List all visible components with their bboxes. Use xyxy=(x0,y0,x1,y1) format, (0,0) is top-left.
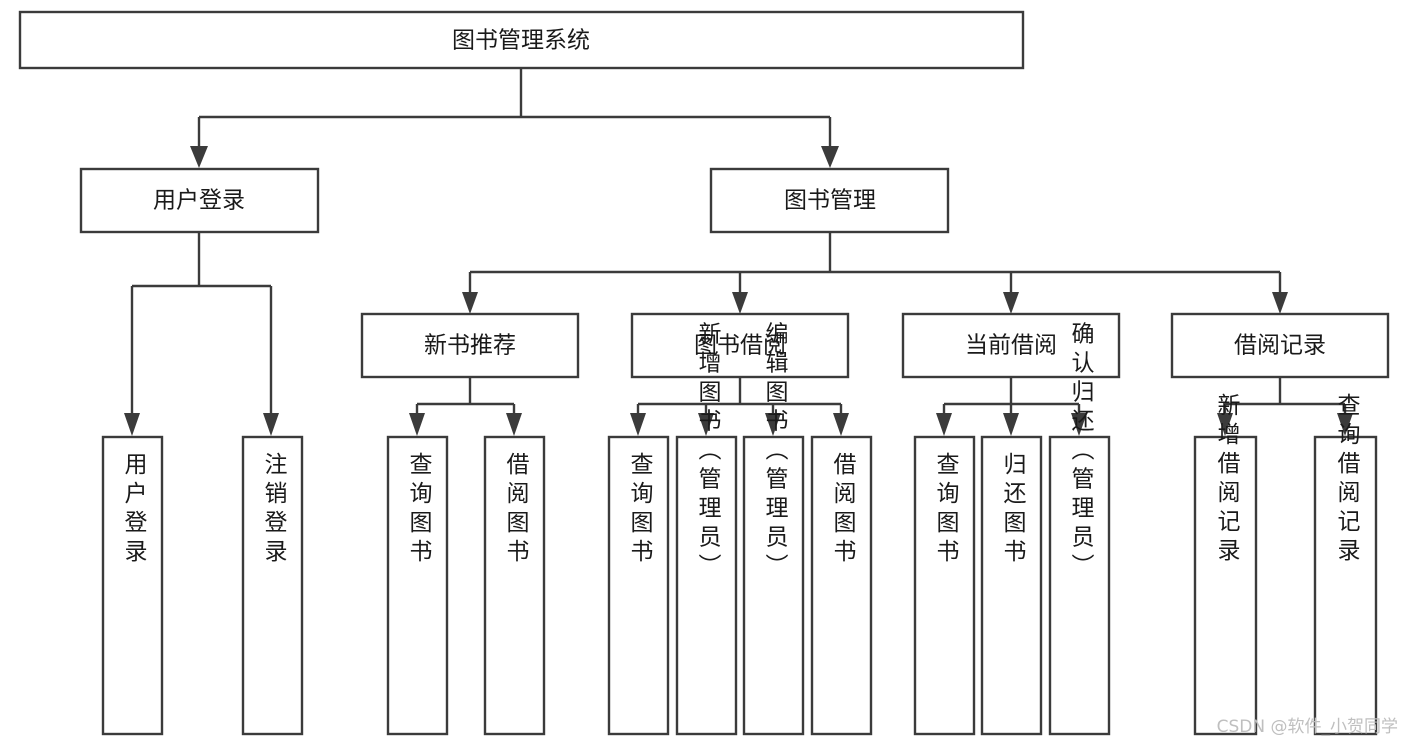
node-leaf-add-book[interactable]: 新增图书（管理员） xyxy=(675,322,738,736)
node-leaf-user-logout-label: 注销登录 xyxy=(260,452,288,568)
node-leaf-query-book-a-label: 查询图书 xyxy=(405,452,433,568)
node-leaf-query-book-a[interactable]: 查询图书 xyxy=(386,435,449,736)
arrow-to-borrow-record xyxy=(1272,292,1288,314)
node-leaf-user-logout[interactable]: 注销登录 xyxy=(241,435,304,736)
arrow-to-leaf-add-book xyxy=(698,413,714,436)
arrow-to-leaf-query-book-a xyxy=(409,413,425,436)
node-book-borrow-label: 图书借阅 xyxy=(694,333,786,359)
node-new-book-rec-label: 新书推荐 xyxy=(424,333,516,359)
node-leaf-query-book-b[interactable]: 查询图书 xyxy=(607,435,670,736)
node-leaf-query-book-a-box[interactable] xyxy=(386,435,449,736)
node-leaf-query-book-b-box[interactable] xyxy=(607,435,670,736)
arrow-to-leaf-user-logout xyxy=(263,413,279,436)
node-leaf-confirm-return-box[interactable] xyxy=(1048,435,1111,736)
node-leaf-query-book-b-label: 查询图书 xyxy=(626,452,654,568)
node-leaf-borrow-book-a-label: 借阅图书 xyxy=(502,452,530,568)
node-leaf-borrow-book-b-label: 借阅图书 xyxy=(829,452,857,568)
connector-layer xyxy=(124,68,1353,436)
arrow-to-leaf-borrow-book-b xyxy=(833,413,849,436)
arrow-to-leaf-query-book-c xyxy=(936,413,952,436)
node-leaf-return-book-box[interactable] xyxy=(980,435,1043,736)
node-root[interactable]: 图书管理系统 xyxy=(18,10,1025,70)
arrow-to-leaf-confirm-return xyxy=(1071,413,1087,436)
node-leaf-edit-book-label: 编辑图书（管理员） xyxy=(761,322,789,583)
node-leaf-user-logout-box[interactable] xyxy=(241,435,304,736)
node-leaf-query-book-c-box[interactable] xyxy=(913,435,976,736)
node-user-login-label: 用户登录 xyxy=(153,188,245,214)
node-root-box[interactable] xyxy=(18,10,1025,70)
node-leaf-add-book-label: 新增图书（管理员） xyxy=(694,322,722,583)
node-new-book-rec-box[interactable] xyxy=(360,312,580,379)
node-leaf-borrow-book-b-box[interactable] xyxy=(810,435,873,736)
node-leaf-add-book-box[interactable] xyxy=(675,435,738,736)
node-book-borrow-box[interactable] xyxy=(630,312,850,379)
arrow-to-leaf-user-login xyxy=(124,413,140,436)
arrow-to-user-login xyxy=(190,146,208,168)
arrow-to-leaf-edit-book xyxy=(765,413,781,436)
node-leaf-edit-book-box[interactable] xyxy=(742,435,805,736)
node-leaf-borrow-book-a-box[interactable] xyxy=(483,435,546,736)
arrow-to-new-book-rec xyxy=(462,292,478,314)
node-leaf-query-record-label: 查询借阅记录 xyxy=(1333,393,1361,567)
node-leaf-borrow-book-a[interactable]: 借阅图书 xyxy=(483,435,546,736)
node-leaf-confirm-return[interactable]: 确认归还（管理员） xyxy=(1048,322,1111,736)
arrow-to-leaf-borrow-book-a xyxy=(506,413,522,436)
node-new-book-rec[interactable]: 新书推荐 xyxy=(360,312,580,379)
node-leaf-return-book[interactable]: 归还图书 xyxy=(980,435,1043,736)
node-user-login[interactable]: 用户登录 xyxy=(79,167,320,234)
node-leaf-query-book-c-label: 查询图书 xyxy=(932,452,960,568)
node-root-label: 图书管理系统 xyxy=(452,28,590,54)
node-borrow-record[interactable]: 借阅记录 xyxy=(1170,312,1390,379)
arrow-to-leaf-query-record xyxy=(1337,413,1353,436)
node-leaf-user-login-label: 用户登录 xyxy=(120,452,148,568)
node-borrow-record-label: 借阅记录 xyxy=(1234,333,1326,359)
node-book-borrow[interactable]: 图书借阅 xyxy=(630,312,850,379)
node-borrow-record-box[interactable] xyxy=(1170,312,1390,379)
arrow-to-leaf-return-book xyxy=(1003,413,1019,436)
arrow-to-book-manage xyxy=(821,146,839,168)
node-leaf-query-book-c[interactable]: 查询图书 xyxy=(913,435,976,736)
node-leaf-query-record-box[interactable] xyxy=(1313,435,1378,736)
node-book-manage-box[interactable] xyxy=(709,167,950,234)
arrow-to-current-borrow xyxy=(1003,292,1019,314)
node-current-borrow[interactable]: 当前借阅 xyxy=(901,312,1121,379)
node-leaf-query-record[interactable]: 查询借阅记录 xyxy=(1313,393,1378,736)
node-current-borrow-label: 当前借阅 xyxy=(965,333,1057,359)
arrow-to-book-borrow xyxy=(732,292,748,314)
node-leaf-edit-book[interactable]: 编辑图书（管理员） xyxy=(742,322,805,736)
node-user-login-box[interactable] xyxy=(79,167,320,234)
node-leaf-add-record-label: 新增借阅记录 xyxy=(1213,393,1241,567)
node-leaf-return-book-label: 归还图书 xyxy=(999,452,1027,568)
node-current-borrow-box[interactable] xyxy=(901,312,1121,379)
node-book-manage[interactable]: 图书管理 xyxy=(709,167,950,234)
node-leaf-add-record-box[interactable] xyxy=(1193,435,1258,736)
node-leaf-add-record[interactable]: 新增借阅记录 xyxy=(1193,393,1258,736)
watermark-label: CSDN @软件_小贺同学 xyxy=(1217,717,1398,737)
arrow-to-leaf-query-book-b xyxy=(630,413,646,436)
node-leaf-confirm-return-label: 确认归还（管理员） xyxy=(1067,322,1095,583)
node-leaf-user-login[interactable]: 用户登录 xyxy=(101,435,164,736)
node-leaf-borrow-book-b[interactable]: 借阅图书 xyxy=(810,435,873,736)
node-leaf-user-login-box[interactable] xyxy=(101,435,164,736)
node-book-manage-label: 图书管理 xyxy=(784,188,876,214)
arrow-to-leaf-add-record xyxy=(1217,413,1233,436)
